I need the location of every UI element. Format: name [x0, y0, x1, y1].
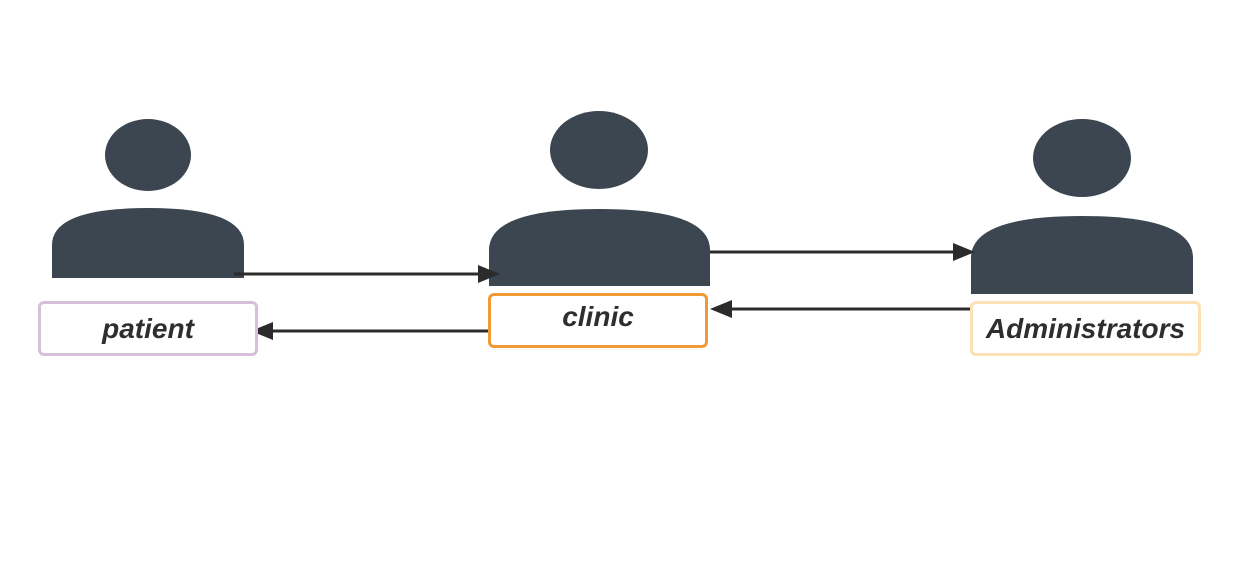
- clinic-body-icon: [489, 209, 710, 286]
- connector-clinic-to-patient: [251, 322, 488, 340]
- patient-label-box: patient: [38, 301, 258, 356]
- administrators-body-icon: [971, 216, 1193, 294]
- administrators-label: Administrators: [985, 312, 1186, 344]
- clinic-label: clinic: [562, 300, 634, 332]
- patient-body-icon: [52, 208, 244, 278]
- clinic-head-icon: [550, 111, 648, 189]
- administrators-head-icon: [1033, 119, 1131, 197]
- arrowhead-icon: [478, 265, 500, 283]
- arrowhead-icon: [251, 322, 273, 340]
- administrators-person-icon: [971, 119, 1193, 294]
- connector-clinic-to-administrators: [710, 243, 975, 261]
- administrators-label-box: Administrators: [970, 301, 1201, 356]
- connector-administrators-to-clinic: [710, 300, 970, 318]
- patient-person-icon: [52, 119, 244, 278]
- connector-patient-to-clinic: [234, 265, 500, 283]
- arrowhead-icon: [953, 243, 975, 261]
- patient-head-icon: [105, 119, 191, 191]
- clinic-person-icon: [489, 111, 710, 286]
- clinic-label-box: clinic: [488, 293, 708, 348]
- arrowhead-icon: [710, 300, 732, 318]
- patient-label: patient: [102, 312, 194, 344]
